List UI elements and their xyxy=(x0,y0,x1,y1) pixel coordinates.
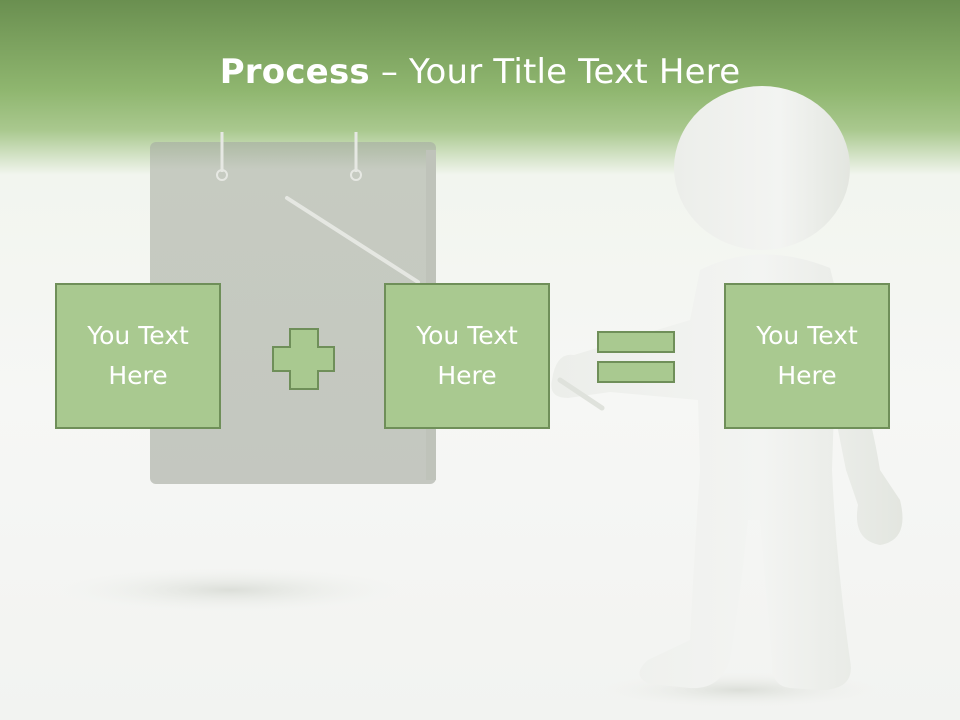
slide-title-bold: Process xyxy=(219,52,370,92)
process-box-1[interactable]: You Text Here xyxy=(55,283,221,429)
pointer-stick xyxy=(285,196,605,411)
plus-icon xyxy=(272,328,335,390)
board-shadow xyxy=(60,568,400,612)
process-box-2-text: You Text Here xyxy=(416,321,518,390)
slide-title: Process – Your Title Text Here xyxy=(0,52,960,92)
process-box-3-text: You Text Here xyxy=(756,321,858,390)
process-box-2[interactable]: You Text Here xyxy=(384,283,550,429)
slide-title-rest: – Your Title Text Here xyxy=(369,52,741,92)
process-box-1-text: You Text Here xyxy=(87,321,189,390)
process-box-3[interactable]: You Text Here xyxy=(724,283,890,429)
equals-icon xyxy=(597,331,675,383)
